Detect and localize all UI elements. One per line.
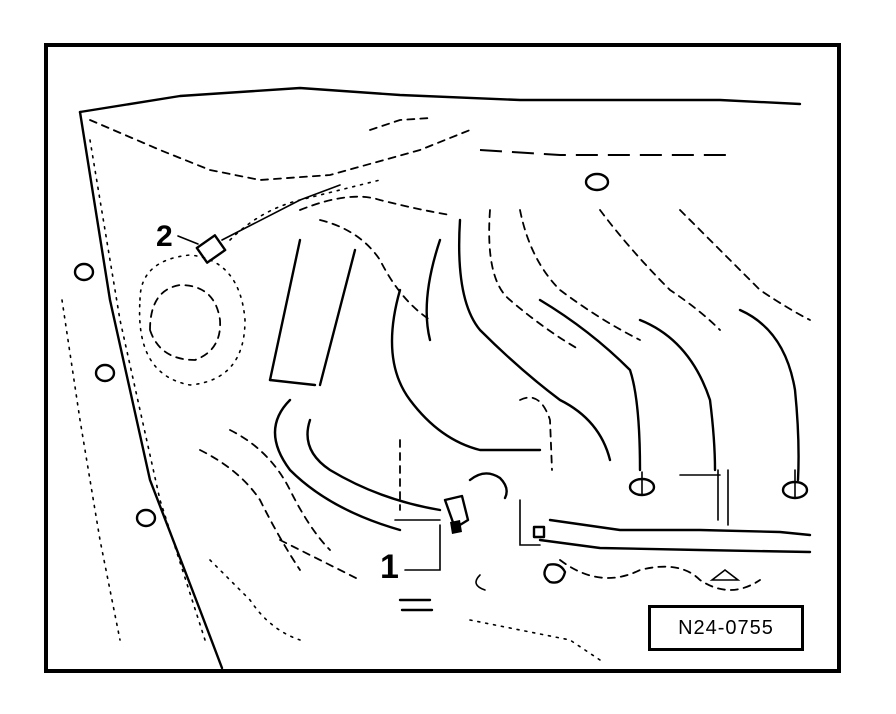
left-bolt-2 bbox=[94, 363, 116, 383]
connector-1-body bbox=[443, 494, 470, 530]
top-bolt bbox=[584, 172, 610, 192]
connector-1-square bbox=[532, 525, 546, 539]
runner-2-inner bbox=[519, 209, 641, 341]
connector-1-clip bbox=[468, 472, 508, 500]
lower-left-curve-3 bbox=[209, 559, 301, 641]
runner-2-outer bbox=[538, 298, 642, 472]
leader-line-1 bbox=[404, 524, 441, 571]
hose-upper-path bbox=[319, 219, 431, 321]
callout-1: 1 bbox=[380, 548, 399, 586]
hose-center-loop bbox=[390, 288, 542, 452]
hose-end-cap bbox=[268, 378, 317, 387]
reference-code-text: N24-0755 bbox=[678, 616, 774, 639]
throttle-body-outer bbox=[138, 254, 246, 386]
hose-lower-bend-1 bbox=[273, 398, 402, 532]
cover-top-edge bbox=[78, 86, 802, 114]
runner-1-inner bbox=[488, 209, 581, 351]
flange-lower-contour bbox=[559, 559, 761, 591]
left-bolt-1 bbox=[73, 262, 95, 282]
support-lines bbox=[717, 469, 729, 526]
left-bolt-3 bbox=[135, 508, 157, 528]
runner-4-outer bbox=[738, 308, 800, 482]
throttle-body-outline bbox=[149, 284, 221, 361]
hose-left-straight bbox=[268, 238, 302, 382]
hose-center-inner bbox=[425, 238, 442, 342]
cover-rim-long-dash bbox=[479, 149, 730, 156]
hose-right-straight bbox=[318, 248, 357, 387]
leader-line-2 bbox=[177, 235, 199, 245]
connector-1-bracket bbox=[519, 499, 541, 546]
connector-1-tip bbox=[450, 520, 462, 534]
lower-curve-4 bbox=[279, 539, 361, 581]
runner-1-outer bbox=[457, 218, 612, 462]
connector-2 bbox=[195, 234, 227, 264]
callout-2: 2 bbox=[156, 220, 173, 253]
runner-3-outer bbox=[638, 318, 717, 472]
runner-4-inner bbox=[679, 209, 811, 321]
cover-rim-dashed bbox=[89, 119, 471, 181]
cover-left-inner bbox=[89, 139, 206, 641]
cover-left-edge bbox=[78, 110, 224, 670]
hose-lower-bend-2 bbox=[306, 418, 442, 512]
figure-frame bbox=[44, 43, 841, 673]
hose-top-dashed bbox=[299, 195, 451, 216]
hose-top-dotted bbox=[229, 179, 381, 241]
lower-left-curve-1 bbox=[199, 449, 301, 571]
lower-triangle bbox=[709, 568, 741, 581]
manifold-flange-top bbox=[548, 518, 812, 537]
cover-left-outer bbox=[61, 299, 121, 641]
flange-bolt-shafts bbox=[641, 469, 796, 499]
runner-3-inner bbox=[599, 209, 721, 331]
connector-2-line bbox=[221, 184, 341, 241]
reference-code-box: N24-0755 bbox=[648, 605, 804, 651]
lower-small-arc bbox=[475, 574, 486, 591]
center-right-dashed bbox=[519, 396, 553, 471]
lower-dotted-edge bbox=[469, 619, 601, 661]
lower-sensor bbox=[543, 563, 567, 584]
arrow-marker bbox=[398, 598, 434, 612]
cover-rim-dash-2 bbox=[369, 117, 431, 131]
manifold-flange-bottom bbox=[538, 538, 812, 554]
